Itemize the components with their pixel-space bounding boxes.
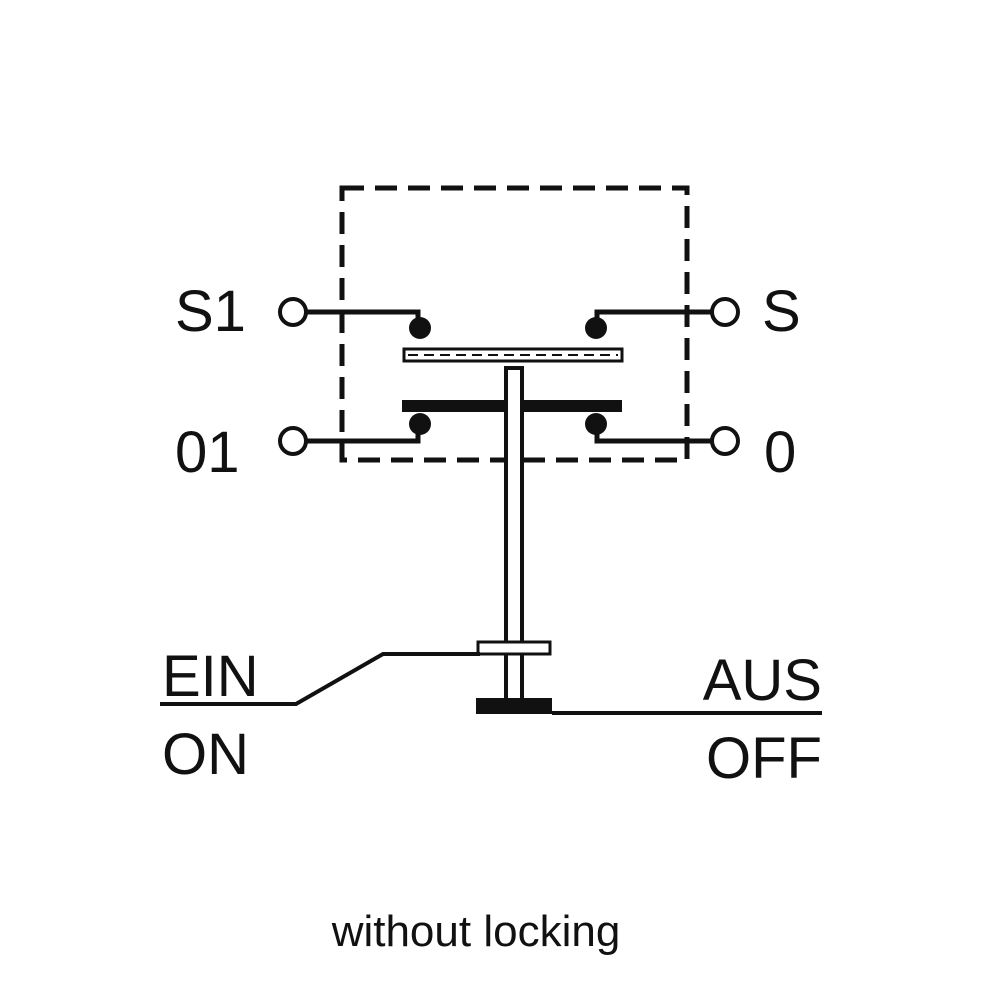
diagram-caption: without locking [331, 907, 621, 956]
wire-01 [306, 424, 421, 444]
terminal-s1 [278, 297, 308, 327]
plunger-base [476, 698, 552, 714]
terminal-s [710, 297, 740, 327]
terminal-0 [710, 426, 740, 456]
wire-0 [594, 424, 712, 444]
label-0: 0 [764, 420, 796, 485]
contact-0 [585, 413, 607, 435]
label-s1: S1 [175, 279, 246, 344]
contact-s1 [409, 317, 431, 339]
contact-s [585, 317, 607, 339]
contact-01 [409, 413, 431, 435]
label-01: 01 [175, 420, 240, 485]
wire-s [594, 309, 712, 326]
label-s: S [762, 279, 801, 344]
wire-s1 [306, 309, 421, 326]
label-off: OFF [706, 726, 822, 791]
plunger-collar [476, 640, 552, 656]
on-position-line [160, 652, 480, 706]
switch-enclosure [339, 185, 690, 463]
label-on: ON [162, 722, 249, 787]
label-ein: EIN [162, 644, 259, 709]
label-aus: AUS [703, 648, 822, 713]
terminal-01 [278, 426, 308, 456]
